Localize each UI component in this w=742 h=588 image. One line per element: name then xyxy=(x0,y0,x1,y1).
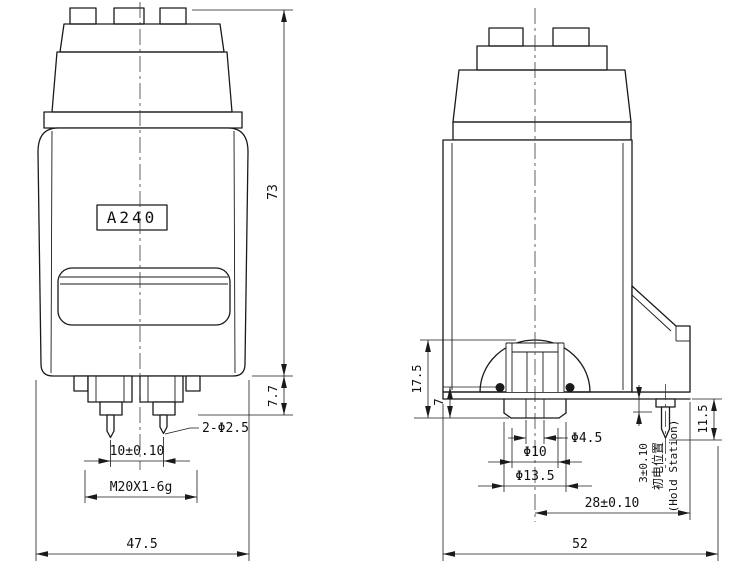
dim-pin-offset: 28±0.10 xyxy=(585,496,640,511)
side-knurl-band xyxy=(452,121,632,141)
dim-pin-length: 11.5 xyxy=(696,405,710,434)
side-view-dimensions: 17.5 7 Φ4.5 Φ10 Φ13.5 3±0.10 初电位置 (Ho xyxy=(410,339,722,561)
hold-station-label-cn: 初电位置 xyxy=(650,442,665,490)
connector-tabs xyxy=(69,7,187,25)
hold-station-label-en: (Hold Station) xyxy=(667,420,680,513)
part-label-box: A240 xyxy=(96,204,168,231)
dim-counterbore-diameter: Φ13.5 xyxy=(515,469,554,484)
front-view-dimensions: 73 7.7 2-Φ2.5 10±0.10 M20X1-6g 47.5 xyxy=(35,9,293,561)
knurled-nut xyxy=(51,51,233,113)
side-knurled-nut xyxy=(452,69,632,123)
connector-base xyxy=(59,23,225,53)
side-view xyxy=(442,8,691,522)
mounting-bracket xyxy=(631,285,691,393)
dim-stroke: 3±0.10 xyxy=(637,443,650,483)
dim-overall-height: 73 xyxy=(266,184,281,200)
side-connector-base xyxy=(476,45,608,71)
oring-left xyxy=(495,383,505,392)
mounting-plate xyxy=(442,391,691,400)
dim-side-width: 52 xyxy=(572,537,588,552)
body-outline xyxy=(37,127,249,377)
oring-right xyxy=(565,383,575,392)
dim-pin-spacing: 10±0.10 xyxy=(110,444,165,459)
pin-right xyxy=(159,414,168,435)
dim-front-width: 47.5 xyxy=(126,537,157,552)
part-label: A240 xyxy=(107,208,158,227)
bracket-pin xyxy=(655,384,676,468)
dim-boss-depth: 7 xyxy=(432,398,446,405)
front-view: A240 xyxy=(37,2,249,470)
dim-hole-diameter: Φ4.5 xyxy=(571,431,602,446)
terminal-blocks xyxy=(73,375,201,439)
pin-diameter-note: 2-Φ2.5 xyxy=(202,421,249,436)
pin-left xyxy=(106,414,115,439)
thread-spec: M20X1-6g xyxy=(110,480,173,495)
grip-slot xyxy=(57,267,231,326)
dim-base-height: 7.7 xyxy=(266,385,280,407)
sectioned-boss xyxy=(479,339,591,393)
side-connector-tabs xyxy=(488,27,590,47)
dim-boss-height: 17.5 xyxy=(410,365,424,394)
dim-bore-diameter: Φ10 xyxy=(523,445,546,460)
knurl-band xyxy=(43,111,243,129)
